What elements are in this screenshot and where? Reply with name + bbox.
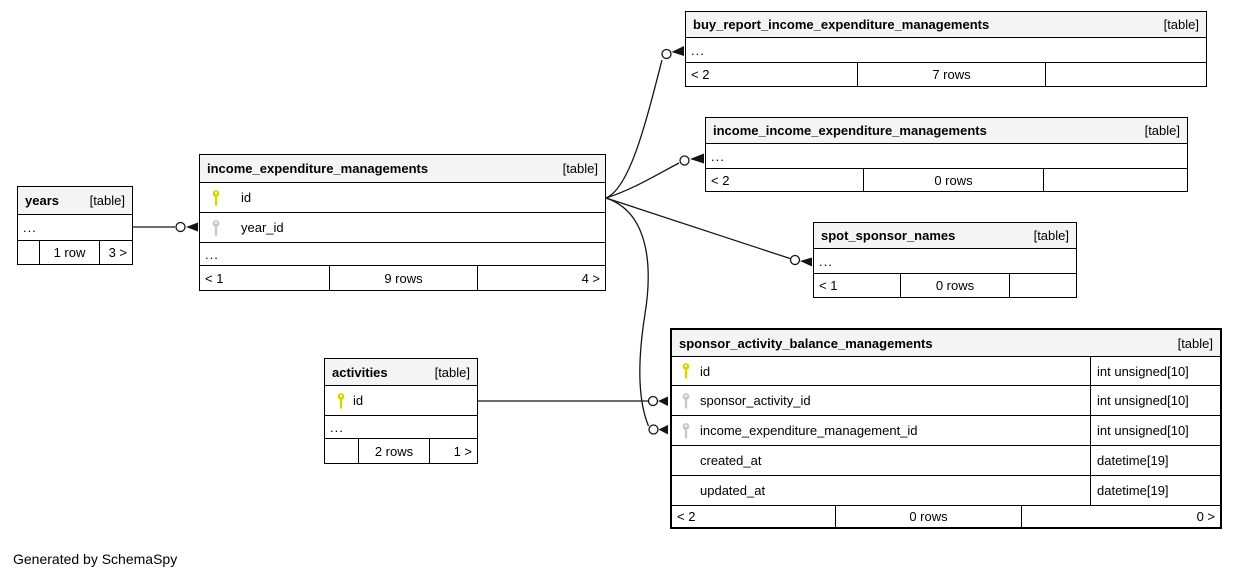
footer-parents-count — [1010, 274, 1076, 297]
table-tag: [table] — [434, 364, 470, 380]
table-title: income_expenditure_managements — [207, 161, 429, 176]
footer-children-count: < 1 — [814, 274, 901, 297]
footer-row-count: 0 rows — [901, 274, 1010, 297]
column-row-id: id int unsigned[10] — [672, 357, 1220, 386]
table-spot-sponsor-names: spot_sponsor_names [table] ... < 1 0 row… — [813, 222, 1077, 298]
column-row-sponsor-activity-id: sponsor_activity_id int unsigned[10] — [672, 386, 1220, 416]
table-header-buy-report[interactable]: buy_report_income_expenditure_management… — [686, 12, 1206, 38]
column-type: datetime[19] — [1090, 476, 1220, 505]
table-title: sponsor_activity_balance_managements — [679, 335, 933, 351]
edge-income-expenditure-managements-to-spot-sponsor-names — [605, 197, 812, 267]
edge-activities-to-sponsor-balance — [478, 395, 668, 407]
ellipsis-row: ... — [325, 416, 477, 439]
table-header-years[interactable]: years [table] — [18, 187, 132, 215]
table-tag: [table] — [562, 161, 598, 176]
table-buy-report-income-expenditure-managements: buy_report_income_expenditure_management… — [685, 11, 1207, 87]
column-row-income-expenditure-management-id: income_expenditure_management_id int uns… — [672, 416, 1220, 446]
footer-row-count: 7 rows — [858, 63, 1046, 86]
footer-parents-count — [1046, 63, 1206, 86]
edge-income-expenditure-managements-to-buy-report — [605, 46, 684, 199]
table-footer: 2 rows 1 > — [325, 439, 477, 463]
table-title: income_income_expenditure_managements — [713, 123, 987, 138]
footer-row-count: 1 row — [40, 241, 100, 264]
ellipsis-row: ... — [18, 215, 132, 241]
ellipsis-row: ... — [200, 243, 605, 266]
footer-children-count — [325, 439, 359, 463]
primary-key-icon — [337, 392, 345, 408]
footer-row-count: 2 rows — [359, 439, 430, 463]
footer-children-count — [18, 241, 40, 264]
column-row-id: id — [200, 183, 605, 213]
footer-children-count: < 2 — [686, 63, 858, 86]
column-type: int unsigned[10] — [1090, 386, 1220, 415]
table-header-activities[interactable]: activities [table] — [325, 359, 477, 386]
column-type: int unsigned[10] — [1090, 357, 1220, 385]
footer-row-count: 0 rows — [836, 506, 1022, 527]
table-title: years — [25, 193, 59, 208]
table-tag: [table] — [1163, 17, 1199, 32]
table-activities: activities [table] id ... 2 rows 1 > — [324, 358, 478, 464]
footer-children-count: < 2 — [672, 506, 836, 527]
table-title: activities — [332, 364, 388, 380]
table-footer: < 1 0 rows — [814, 274, 1076, 297]
table-title: buy_report_income_expenditure_management… — [693, 17, 990, 32]
table-header-sponsor-activity-balance-managements[interactable]: sponsor_activity_balance_managements [ta… — [672, 330, 1220, 357]
footer-parents-count — [1044, 169, 1187, 191]
table-footer: < 2 0 rows — [706, 169, 1187, 191]
ellipsis-row: ... — [686, 38, 1206, 63]
edge-income-expenditure-managements-to-sponsor-balance — [605, 197, 668, 435]
table-header-income-expenditure-managements[interactable]: income_expenditure_managements [table] — [200, 155, 605, 183]
table-income-income-expenditure-managements: income_income_expenditure_managements [t… — [705, 117, 1188, 192]
column-type: int unsigned[10] — [1090, 416, 1220, 445]
footer-parents-count: 4 > — [581, 270, 600, 286]
generated-by-note: Generated by SchemaSpy — [13, 551, 178, 567]
column-row-updated-at: updated_at datetime[19] — [672, 476, 1220, 506]
footer-parents-count: 0 > — [1196, 509, 1215, 524]
table-tag: [table] — [1144, 123, 1180, 138]
foreign-key-icon — [212, 219, 220, 235]
footer-children-count: < 2 — [706, 169, 864, 191]
table-footer: < 2 0 rows 0 > — [672, 506, 1220, 527]
footer-parents-count: 1 > — [453, 443, 472, 459]
footer-children-count: < 1 — [200, 266, 330, 290]
footer-row-count: 0 rows — [864, 169, 1044, 191]
foreign-key-icon — [682, 422, 690, 438]
table-title: spot_sponsor_names — [821, 228, 956, 243]
table-footer: < 2 7 rows — [686, 63, 1206, 86]
table-header-income-income[interactable]: income_income_expenditure_managements [t… — [706, 118, 1187, 144]
primary-key-icon — [212, 189, 220, 205]
table-income-expenditure-managements: income_expenditure_managements [table] i… — [199, 154, 606, 291]
edge-years-to-income-expenditure-managements — [133, 221, 198, 233]
foreign-key-icon — [682, 392, 690, 408]
table-tag: [table] — [1033, 228, 1069, 243]
column-type: datetime[19] — [1090, 446, 1220, 475]
column-row-id: id — [325, 386, 477, 416]
table-footer: 1 row 3 > — [18, 241, 132, 264]
table-tag: [table] — [1177, 335, 1213, 351]
table-sponsor-activity-balance-managements: sponsor_activity_balance_managements [ta… — [670, 328, 1222, 529]
column-row-year-id: year_id — [200, 213, 605, 243]
ellipsis-row: ... — [706, 144, 1187, 169]
footer-parents-count: 3 > — [108, 245, 127, 260]
column-row-created-at: created_at datetime[19] — [672, 446, 1220, 476]
edge-income-expenditure-managements-to-income-income — [605, 153, 704, 199]
table-years: years [table] ... 1 row 3 > — [17, 186, 133, 265]
table-header-spot-sponsor-names[interactable]: spot_sponsor_names [table] — [814, 223, 1076, 249]
primary-key-icon — [682, 363, 690, 379]
ellipsis-row: ... — [814, 249, 1076, 274]
table-tag: [table] — [89, 193, 125, 208]
footer-row-count: 9 rows — [330, 266, 478, 290]
table-footer: < 1 9 rows 4 > — [200, 266, 605, 290]
